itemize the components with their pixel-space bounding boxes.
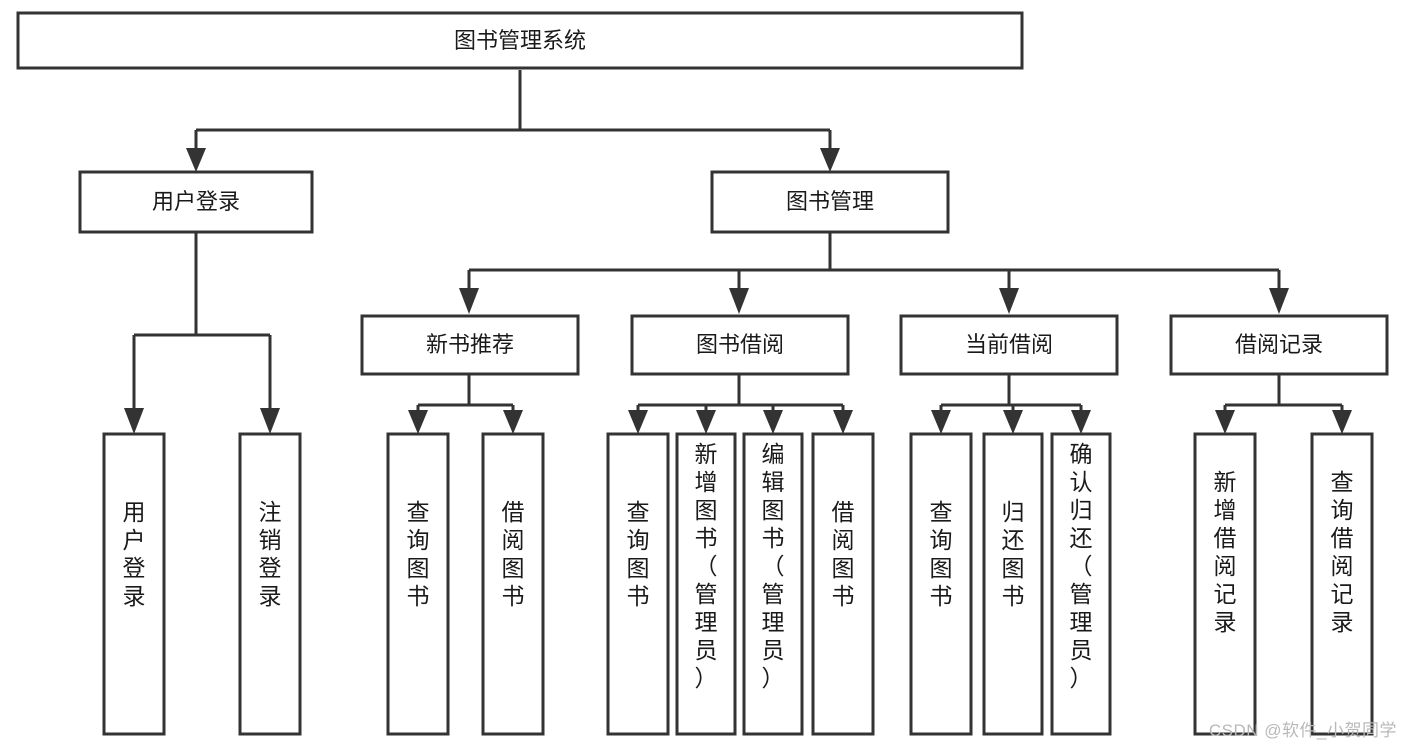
node-borrow-record-label: 借阅记录 bbox=[1235, 332, 1323, 357]
leaf-user-login-box[interactable] bbox=[102, 432, 166, 736]
node-user-login-box[interactable] bbox=[78, 170, 314, 234]
node-root-box[interactable] bbox=[16, 11, 1024, 70]
arrowhead-user-login bbox=[186, 148, 206, 172]
node-book-borrow[interactable]: 图书借阅 bbox=[630, 314, 850, 376]
node-book-manage-box[interactable] bbox=[710, 170, 950, 234]
node-borrow-record-box[interactable] bbox=[1169, 314, 1389, 376]
node-book-borrow-label: 图书借阅 bbox=[696, 332, 784, 357]
arrowhead-nb-leaf-2 bbox=[503, 410, 523, 434]
node-current-borrow-box[interactable] bbox=[899, 314, 1119, 376]
leaf-nb-borrow-book[interactable]: 借阅图书 bbox=[481, 432, 545, 736]
leaf-cb-confirm-return[interactable]: 确认归还（管理员） bbox=[1050, 432, 1112, 736]
leaf-nb-query-book-label: 查询图书 bbox=[407, 499, 430, 609]
connector-group-borrow-record bbox=[1215, 374, 1352, 434]
leaf-bb-edit-book-box[interactable] bbox=[742, 432, 804, 736]
leaf-bb-borrow-book-box[interactable] bbox=[811, 432, 875, 736]
leaf-cb-return-book[interactable]: 归还图书 bbox=[982, 432, 1044, 736]
leaf-br-query-record[interactable]: 查询借阅记录 bbox=[1310, 432, 1374, 736]
node-root-label: 图书管理系统 bbox=[454, 28, 586, 53]
node-current-borrow[interactable]: 当前借阅 bbox=[899, 314, 1119, 376]
leaf-cb-query-book[interactable]: 查询图书 bbox=[909, 432, 973, 736]
leaf-logout[interactable]: 注销登录 bbox=[238, 432, 302, 736]
leaf-user-login-label: 用户登录 bbox=[123, 499, 146, 609]
arrowhead-bb-leaf-3 bbox=[763, 410, 783, 434]
leaf-bb-edit-book[interactable]: 编辑图书（管理员） bbox=[742, 432, 804, 736]
arrowhead-bb-leaf-4 bbox=[833, 410, 853, 434]
leaf-nb-borrow-book-label: 借阅图书 bbox=[502, 499, 525, 609]
node-new-book-recommend-box[interactable] bbox=[360, 314, 580, 376]
arrowhead-leaf-user-login bbox=[124, 408, 144, 434]
leaf-cb-confirm-return-box[interactable] bbox=[1050, 432, 1112, 736]
node-root[interactable]: 图书管理系统 bbox=[16, 11, 1024, 70]
node-book-borrow-box[interactable] bbox=[630, 314, 850, 376]
leaf-nb-borrow-book-box[interactable] bbox=[481, 432, 545, 736]
arrowhead-current-borrow bbox=[999, 288, 1019, 314]
leaf-cb-confirm-return-label: 确认归还（管理员） bbox=[1070, 441, 1093, 691]
leaf-bb-borrow-book[interactable]: 借阅图书 bbox=[811, 432, 875, 736]
leaf-br-query-record-label: 查询借阅记录 bbox=[1331, 469, 1354, 635]
leaf-bb-query-book-box[interactable] bbox=[606, 432, 670, 736]
connector-group-current-borrow bbox=[931, 374, 1091, 434]
leaf-cb-return-book-label: 归还图书 bbox=[1002, 499, 1025, 609]
arrowhead-cb-leaf-3 bbox=[1071, 410, 1091, 434]
leaf-logout-label: 注销登录 bbox=[259, 499, 282, 609]
node-book-manage-label: 图书管理 bbox=[786, 189, 874, 214]
leaf-logout-box[interactable] bbox=[238, 432, 302, 736]
leaf-cb-query-book-box[interactable] bbox=[909, 432, 973, 736]
node-new-book-recommend-label: 新书推荐 bbox=[426, 332, 514, 357]
arrowhead-new-book bbox=[459, 288, 479, 314]
leaf-bb-add-book[interactable]: 新增图书（管理员） bbox=[675, 432, 737, 736]
leaf-br-add-record-label: 新增借阅记录 bbox=[1214, 469, 1237, 635]
connector-group-new-book bbox=[408, 374, 523, 434]
leaf-br-query-record-box[interactable] bbox=[1310, 432, 1374, 736]
node-user-login-label: 用户登录 bbox=[152, 189, 240, 214]
leaf-cb-query-book-label: 查询图书 bbox=[930, 499, 953, 609]
leaf-br-add-record-box[interactable] bbox=[1193, 432, 1257, 736]
node-book-manage[interactable]: 图书管理 bbox=[710, 170, 950, 234]
arrowhead-bb-leaf-1 bbox=[628, 410, 648, 434]
arrowhead-br-leaf-1 bbox=[1215, 410, 1235, 434]
leaf-bb-add-book-box[interactable] bbox=[675, 432, 737, 736]
leaf-bb-borrow-book-label: 借阅图书 bbox=[832, 499, 855, 609]
leaf-cb-return-book-box[interactable] bbox=[982, 432, 1044, 736]
node-user-login[interactable]: 用户登录 bbox=[78, 170, 314, 234]
arrowhead-br-leaf-2 bbox=[1332, 410, 1352, 434]
connector-group-user-login bbox=[124, 232, 280, 434]
node-current-borrow-label: 当前借阅 bbox=[965, 332, 1053, 357]
arrowhead-leaf-logout bbox=[260, 408, 280, 434]
arrowhead-nb-leaf-1 bbox=[408, 410, 428, 434]
leaf-bb-edit-book-label: 编辑图书（管理员） bbox=[762, 441, 785, 691]
connector-group-book-manage bbox=[459, 232, 1289, 314]
arrowhead-bb-leaf-2 bbox=[696, 410, 716, 434]
leaf-bb-add-book-label: 新增图书（管理员） bbox=[695, 441, 718, 691]
leaf-bb-query-book[interactable]: 查询图书 bbox=[606, 432, 670, 736]
node-new-book-recommend[interactable]: 新书推荐 bbox=[360, 314, 580, 376]
leaf-nb-query-book-box[interactable] bbox=[386, 432, 450, 736]
arrowhead-cb-leaf-2 bbox=[1003, 410, 1023, 434]
leaf-br-add-record[interactable]: 新增借阅记录 bbox=[1193, 432, 1257, 736]
connector-group-root bbox=[186, 70, 840, 172]
leaf-nb-query-book[interactable]: 查询图书 bbox=[386, 432, 450, 736]
leaf-bb-query-book-label: 查询图书 bbox=[627, 499, 650, 609]
node-borrow-record[interactable]: 借阅记录 bbox=[1169, 314, 1389, 376]
arrowhead-borrow-record bbox=[1269, 288, 1289, 314]
connector-group-book-borrow bbox=[628, 374, 853, 434]
arrowhead-cb-leaf-1 bbox=[931, 410, 951, 434]
leaf-user-login[interactable]: 用户登录 bbox=[102, 432, 166, 736]
arrowhead-book-borrow bbox=[729, 288, 749, 314]
arrowhead-book-manage bbox=[820, 148, 840, 172]
